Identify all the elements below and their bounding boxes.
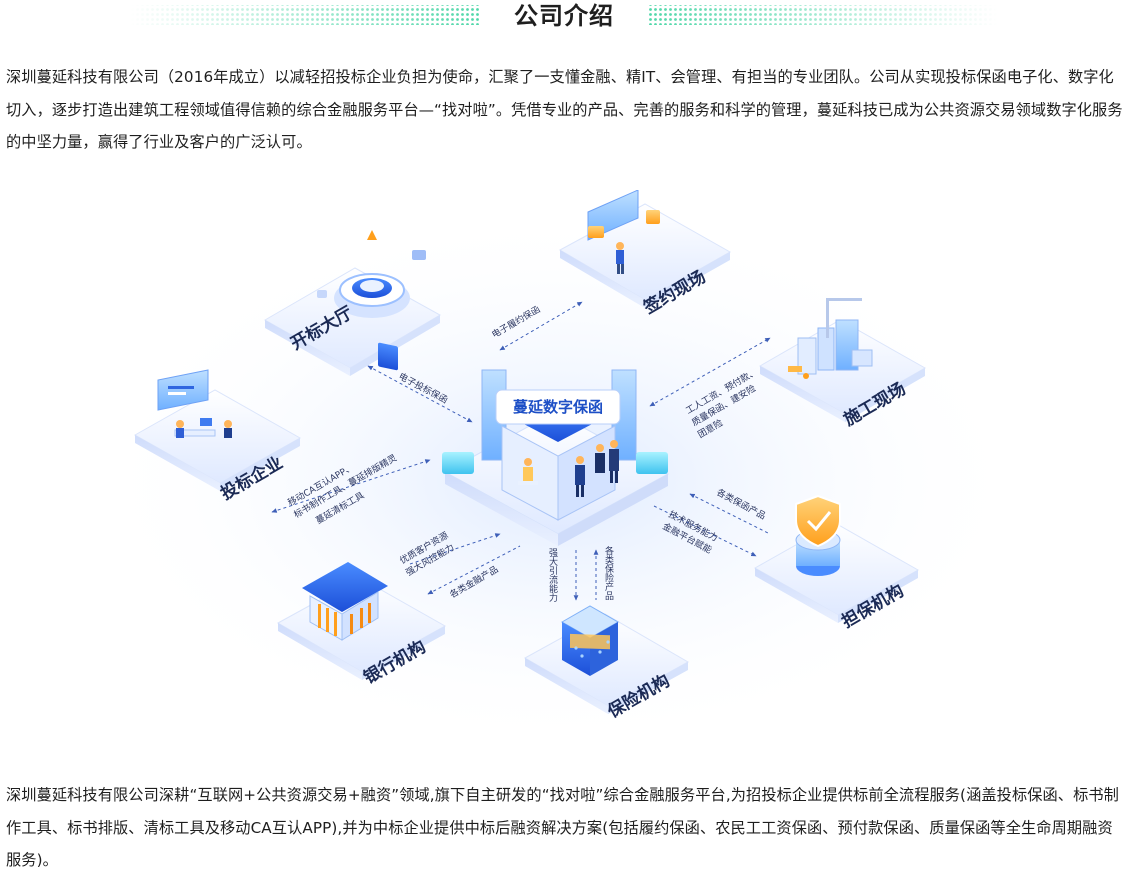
flow-insurance: 强大引流能力 各类保险产品 — [547, 545, 614, 603]
title-decoration-left — [130, 2, 480, 28]
node-bid-hall: 开标大厅 — [263, 230, 442, 376]
guarantee-shield-icon — [795, 494, 841, 576]
bank-building-icon — [302, 562, 388, 641]
signing-document-icon — [587, 190, 660, 274]
center-label-card — [495, 389, 621, 425]
bid-hall-platform-icon — [317, 230, 426, 371]
center-label: 蔓延数字保函 — [513, 398, 603, 416]
page-title: 公司介绍 — [514, 2, 614, 30]
bidding-company-office-icon — [157, 369, 232, 438]
flow-label-insurance-out: 各类保险产品 — [603, 545, 614, 601]
diagram-canvas: 开标大厅 签约现场 — [90, 190, 1030, 750]
intro-paragraph-top: 深圳蔓延科技有限公司（2016年成立）以减轻招投标企业负担为使命，汇聚了一支懂金… — [6, 68, 1123, 151]
center-cube-right — [636, 452, 668, 474]
intro-paragraph-bottom: 深圳蔓延科技有限公司深耕“互联网+公共资源交易+融资”领域,旗下自主研发的“找对… — [6, 786, 1119, 869]
ecosystem-diagram: 开标大厅 签约现场 — [0, 190, 1128, 750]
node-center-platform: 蔓延数字保函 — [442, 369, 670, 546]
flow-label-insurance-in: 强大引流能力 — [547, 548, 558, 603]
title-row: 公司介绍 — [0, 0, 1128, 36]
center-cube-left — [442, 452, 474, 474]
node-bank: 银行机构 — [276, 562, 447, 688]
center-people-icon — [518, 440, 619, 497]
construction-buildings-icon — [788, 298, 873, 379]
title-decoration-right — [648, 2, 998, 28]
insurance-cube-icon — [560, 605, 620, 676]
